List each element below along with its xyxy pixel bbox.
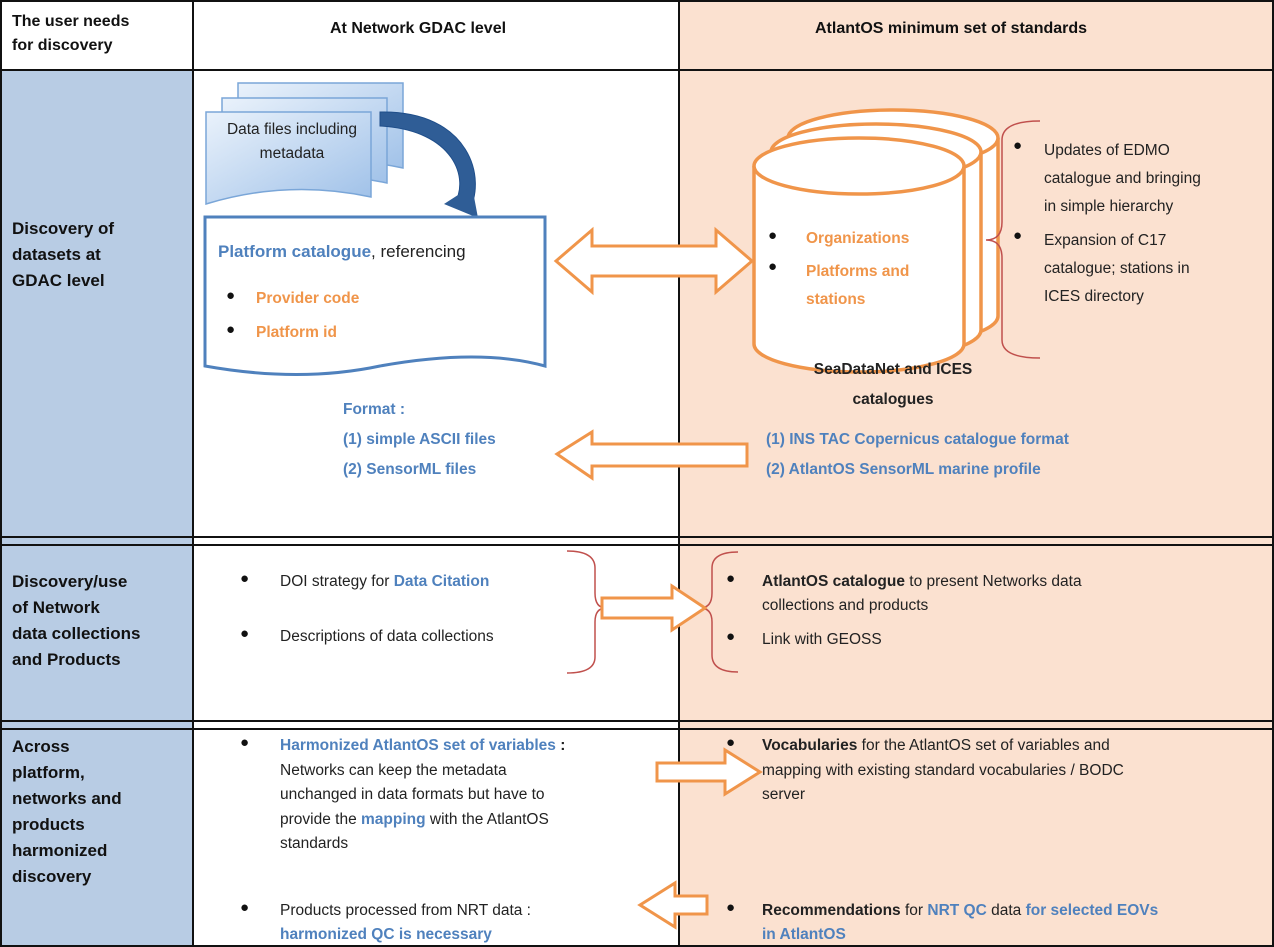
- bullet-dot: ●: [240, 734, 250, 751]
- header-atlantos-standards: AtlantOS minimum set of standards: [815, 20, 1088, 37]
- header-network-gdac: At Network GDAC level: [330, 20, 507, 37]
- platform-catalogue-doc: [203, 215, 547, 376]
- brace-row1: [985, 120, 1041, 359]
- brace-row2-left: [566, 550, 607, 674]
- bullet-dot: ●: [726, 734, 736, 751]
- curved-arrow-icon: [379, 111, 478, 218]
- platform-catalogue-suffix: , referencing: [371, 242, 466, 261]
- header-user-needs: The user needs for discovery: [12, 13, 130, 54]
- standard-ins-tac: (1) INS TAC Copernicus catalogue format: [766, 431, 1069, 448]
- bullet-dot: ●: [726, 899, 736, 916]
- platform-id-item: Platform id: [256, 324, 337, 341]
- double-arrow-icon: [553, 226, 755, 296]
- provider-code-item: Provider code: [256, 290, 360, 307]
- db-organizations: Organizations: [806, 230, 910, 247]
- bullet-dot: ●: [240, 899, 250, 916]
- doi-strategy-text: DOI strategy for Data Citation: [280, 573, 490, 590]
- platform-catalogue-heading: Platform catalogue, referencing: [218, 240, 466, 264]
- bullet-dot: ●: [768, 227, 778, 244]
- bullet-dot: ●: [240, 625, 250, 642]
- format-title: Format :: [343, 401, 405, 418]
- format-sensorml: (2) SensorML files: [343, 461, 477, 478]
- bullet-dot: ●: [768, 258, 778, 275]
- data-citation-highlight: Data Citation: [393, 573, 490, 590]
- database-cylinders-icon: [752, 108, 1000, 374]
- format-arrow-icon: [554, 429, 749, 481]
- nrt-qc-arrow-icon: [637, 880, 709, 930]
- left-column-bg: [0, 70, 193, 947]
- descriptions-text: Descriptions of data collections: [280, 628, 494, 645]
- vocabularies-text: Vocabularies for the AtlantOS set of var…: [762, 737, 1124, 803]
- bullet-dot: ●: [226, 287, 236, 304]
- vocabularies-arrow-icon: [655, 747, 763, 797]
- format-ascii: (1) simple ASCII files: [343, 431, 496, 448]
- harmonized-variables-text: Harmonized AtlantOS set of variables : N…: [280, 737, 566, 852]
- recommendations-text: Recommendations for NRT QC data for sele…: [762, 902, 1159, 943]
- bullet-dot: ●: [726, 628, 736, 645]
- bullet-dot: ●: [240, 570, 250, 587]
- bullet-dot: ●: [726, 570, 736, 587]
- collections-arrow-icon: [600, 583, 708, 633]
- data-files-stack-icon: [205, 82, 404, 206]
- bullet-dot: ●: [1013, 137, 1023, 154]
- geoss-link-text: Link with GEOSS: [762, 631, 882, 648]
- standard-sensorml-profile: (2) AtlantOS SensorML marine profile: [766, 461, 1041, 478]
- header-col1-cell: [0, 0, 193, 70]
- atlantos-catalogue-text: AtlantOS catalogue to present Networks d…: [762, 573, 1082, 614]
- bullet-dot: ●: [1013, 227, 1023, 244]
- platform-catalogue-title: Platform catalogue: [218, 242, 372, 261]
- bullet-dot: ●: [226, 321, 236, 338]
- products-nrt-text: Products processed from NRT data : harmo…: [280, 902, 531, 943]
